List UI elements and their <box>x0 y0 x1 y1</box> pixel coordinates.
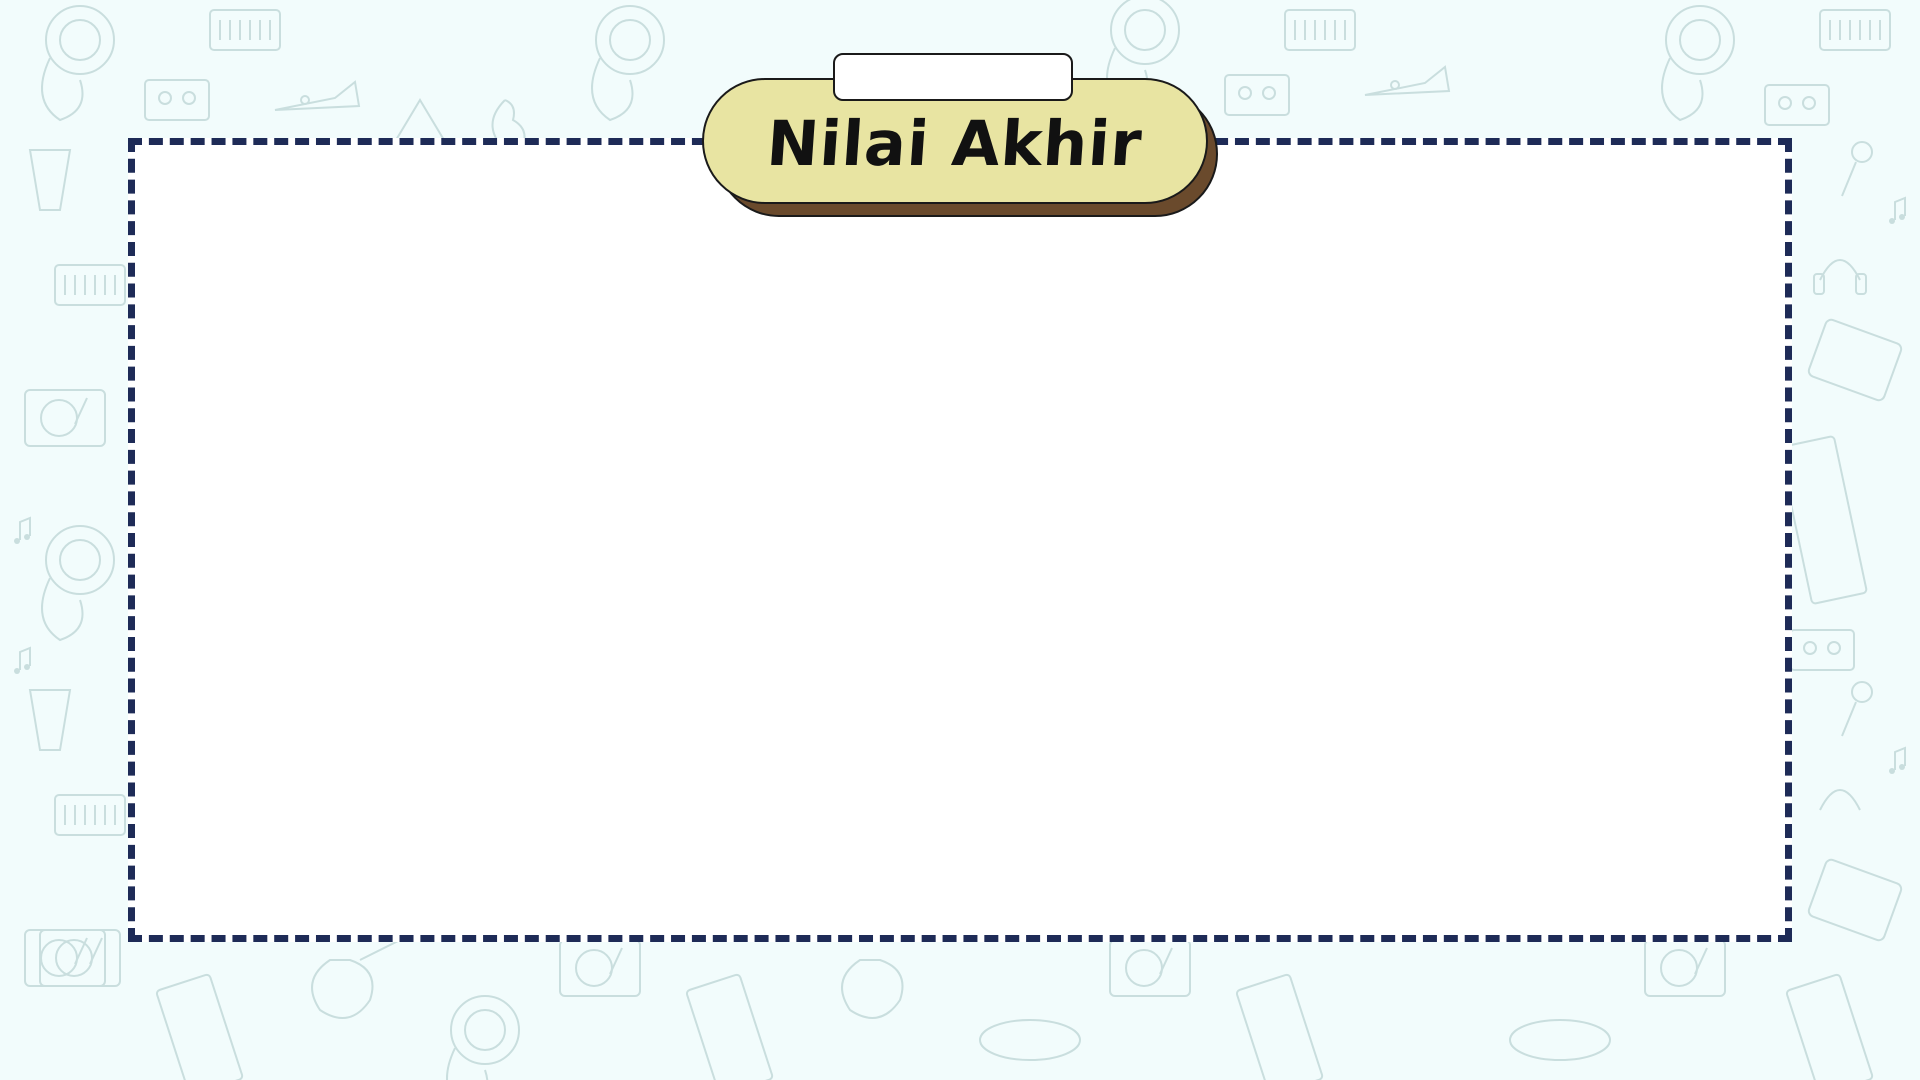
french-horn-icon <box>1661 5 1735 121</box>
content-card <box>128 138 1792 942</box>
french-horn-icon <box>591 5 665 121</box>
keyboard-icon <box>209 9 281 51</box>
headphones-icon <box>1819 789 1861 811</box>
french-horn-icon <box>446 995 520 1080</box>
slide-title: Nilai Akhir <box>764 106 1146 180</box>
trumpet-icon <box>1364 66 1450 96</box>
cassette-tape-icon <box>1789 629 1855 671</box>
keyboard-icon <box>1284 9 1356 51</box>
music-note-icon <box>13 647 31 675</box>
microphone-icon <box>1841 141 1873 197</box>
turntable-icon <box>24 389 106 447</box>
keyboard-icon <box>155 973 244 1080</box>
pan-flute-icon <box>28 149 72 211</box>
cassette-tape-icon <box>1224 74 1290 116</box>
trumpet-icon <box>274 81 360 111</box>
electric-guitar-icon <box>841 959 904 1019</box>
keyboard-icon <box>54 264 126 306</box>
pan-flute-icon <box>28 689 72 751</box>
electric-guitar-icon <box>311 939 401 1019</box>
keyboard-icon <box>1235 973 1324 1080</box>
keyboard-icon <box>1778 435 1868 605</box>
drum-icon <box>979 1019 1081 1061</box>
keyboard-icon <box>685 973 774 1080</box>
music-note-icon <box>1888 197 1906 225</box>
keyboard-icon <box>1785 973 1874 1080</box>
drum-icon <box>1509 1019 1611 1061</box>
tape-label <box>833 53 1073 101</box>
radio-icon <box>1807 858 1903 942</box>
keyboard-icon <box>1819 9 1891 51</box>
turntable-icon <box>39 929 121 987</box>
radio-icon <box>1807 318 1903 402</box>
music-note-icon <box>1888 747 1906 775</box>
microphone-icon <box>1841 681 1873 737</box>
french-horn-icon <box>41 525 115 641</box>
music-note-icon <box>13 517 31 545</box>
turntable-icon <box>559 939 641 997</box>
turntable-icon <box>1109 939 1191 997</box>
keyboard-icon <box>54 794 126 836</box>
headphones-icon <box>1813 259 1867 295</box>
french-horn-icon <box>41 5 115 121</box>
cassette-tape-icon <box>1764 84 1830 126</box>
cassette-tape-icon <box>144 79 210 121</box>
turntable-icon <box>1644 939 1726 997</box>
